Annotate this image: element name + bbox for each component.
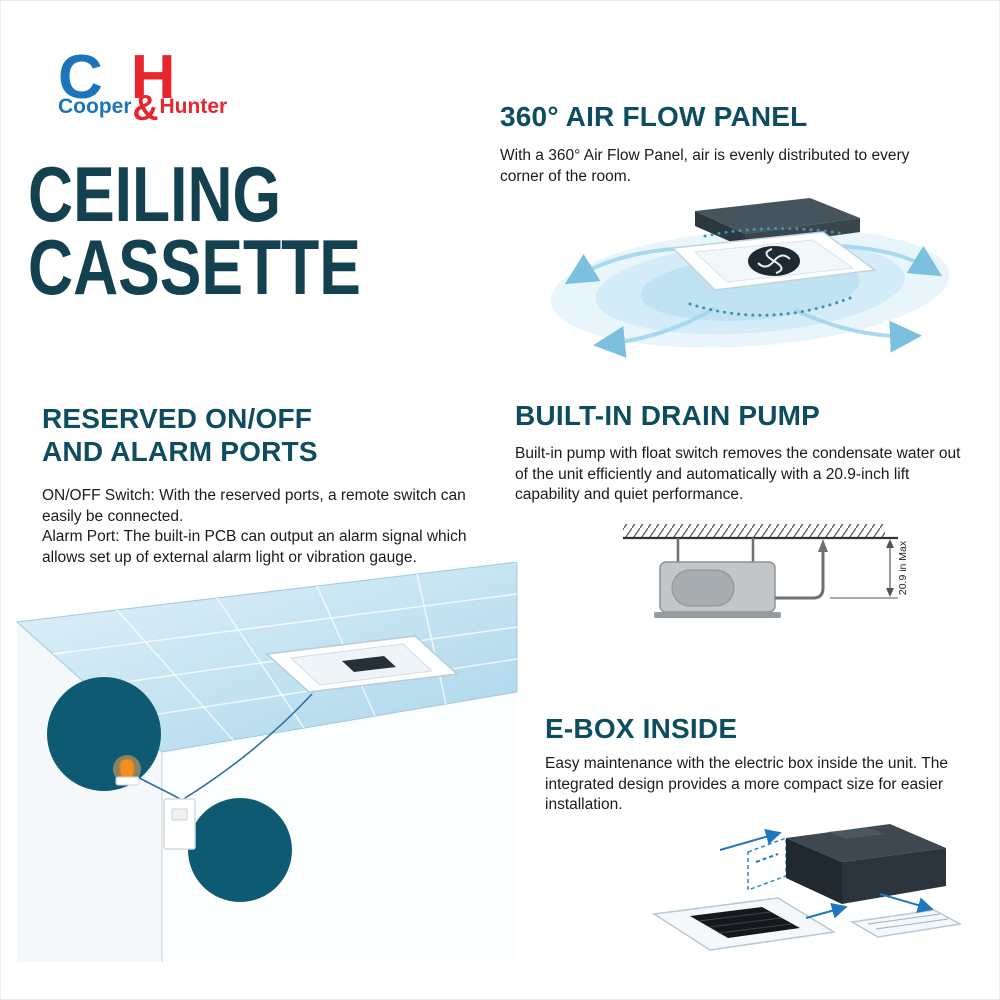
assembly-arrows: [719, 829, 934, 919]
ceiling-cassette: [265, 635, 459, 693]
ebox-description: Easy maintenance with the electric box i…: [545, 755, 948, 814]
ports-heading-line2: AND ALARM PORTS: [42, 436, 318, 468]
logo-wordmark: Cooper & Hunter: [58, 86, 228, 128]
page-title-line1: CEILING: [28, 150, 282, 238]
halftone-dots: [688, 227, 857, 317]
cassette-chassis: [786, 824, 946, 904]
drain-pipe: [775, 539, 828, 600]
ports-description: ON/OFF Switch: With the reserved ports, …: [42, 486, 497, 568]
drain-description: Built-in pump with float switch removes …: [515, 445, 961, 504]
lift-dimension-label: 20.9 in Max: [897, 540, 909, 595]
front-panel-grille: [651, 897, 837, 951]
ports-description-onoff: ON/OFF Switch: With the reserved ports, …: [42, 487, 466, 525]
room-illustration: [15, 562, 518, 962]
airflow-description: With a 360° Air Flow Panel, air is evenl…: [500, 147, 910, 185]
ports-description-alarm: Alarm Port: The built-in PCB can output …: [42, 528, 467, 566]
alarm-beacon: [113, 755, 141, 786]
ebox-heading: E-BOX INSIDE: [545, 713, 738, 744]
wall-switch: [163, 798, 196, 850]
page-title-line2: CASSETTE: [28, 223, 361, 312]
lift-dimension: 20.9 in Max: [830, 539, 909, 599]
ebox-illustration: [651, 824, 962, 951]
airflow-heading: 360° AIR FLOW PANEL: [500, 101, 808, 132]
ports-heading-line1: RESERVED ON/OFF: [42, 403, 313, 434]
ceiling-hatch: [623, 524, 885, 538]
logo-ampersand: &: [132, 86, 159, 128]
drain-pump-diagram: 20.9 in Max: [623, 524, 909, 618]
logo-word-cooper: Cooper: [58, 94, 132, 118]
logo-letter-c: C: [58, 43, 105, 112]
ports-heading: RESERVED ON/OFF AND ALARM PORTS: [42, 402, 318, 468]
airflow-illustration: [550, 198, 950, 358]
teal-circle-left: [47, 677, 161, 791]
logo-word-hunter: Hunter: [159, 94, 228, 118]
ebox-ghost-outline: [747, 836, 787, 892]
logo-letter-h: H: [130, 43, 178, 112]
drain-heading: BUILT-IN DRAIN PUMP: [515, 400, 821, 431]
hanger-rods: [676, 538, 755, 562]
teal-circle-right: [188, 798, 292, 902]
page-title: CEILING CASSETTE: [28, 150, 361, 312]
drain-pump-unit: [654, 561, 781, 618]
cassette-front-panel: [671, 231, 877, 291]
side-panel: [849, 909, 962, 938]
left-wall: [17, 622, 162, 962]
